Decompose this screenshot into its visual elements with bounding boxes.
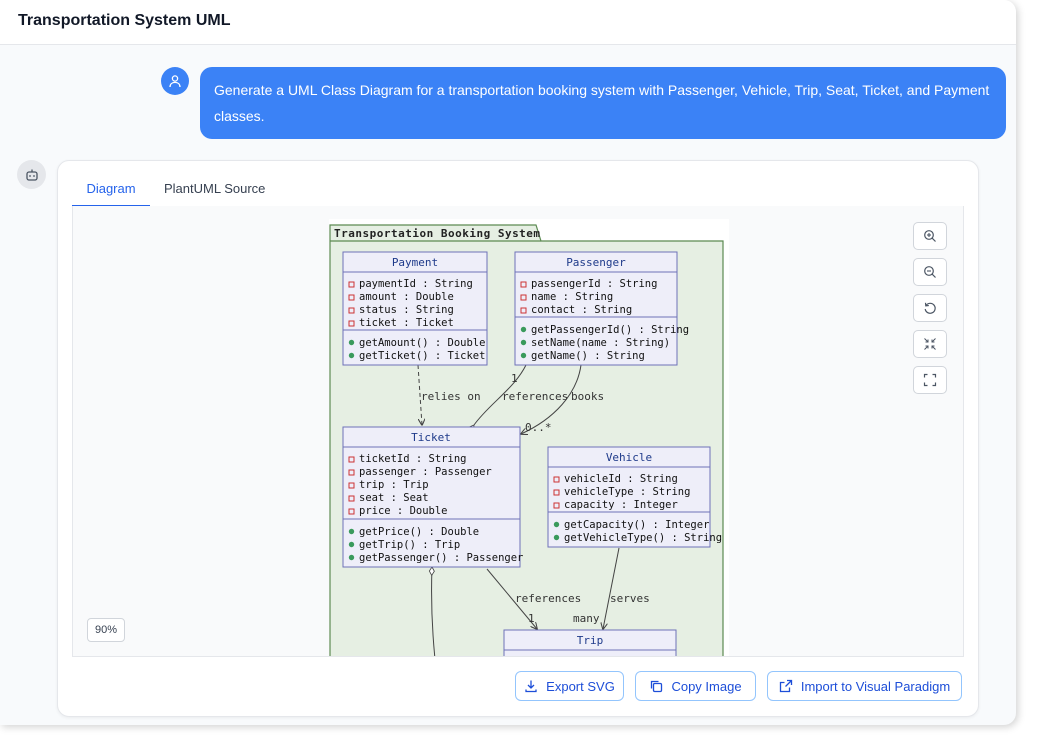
- bot-avatar: [17, 160, 46, 189]
- package-label: Transportation Booking System: [334, 227, 541, 240]
- attribute: ticket : Ticket: [359, 317, 454, 329]
- attribute: ticketId : String: [359, 453, 466, 465]
- zoom-out-icon: [924, 266, 936, 278]
- tab-plantuml-source[interactable]: PlantUML Source: [164, 181, 266, 196]
- tab-diagram[interactable]: Diagram: [72, 181, 150, 207]
- method: getPassenger() : Passenger: [359, 552, 523, 564]
- method: setName(name : String): [531, 337, 670, 349]
- import-visual-paradigm-button[interactable]: Import to Visual Paradigm: [767, 671, 962, 701]
- uml-svg: Transportation Booking System relies on …: [329, 224, 724, 656]
- attribute: seat : Seat: [359, 492, 429, 504]
- attribute: paymentId : String: [359, 278, 473, 290]
- class-trip: Trip: [503, 629, 677, 656]
- method: getTicket() : Ticket: [359, 350, 485, 362]
- class-name: Ticket: [411, 431, 451, 444]
- attribute: passenger : Passenger: [359, 466, 492, 478]
- response-card: Diagram PlantUML Source Transportation B…: [57, 160, 979, 717]
- method: getCapacity() : Integer: [564, 519, 709, 531]
- diagram-canvas[interactable]: Transportation Booking System relies on …: [72, 206, 964, 657]
- mult-1-b: 1: [528, 612, 535, 625]
- attribute: trip : Trip: [359, 479, 429, 491]
- shrink-arrows-icon: [924, 338, 936, 350]
- copy-icon: [651, 680, 663, 693]
- edge-references-1: [468, 364, 527, 433]
- external-link-icon: [779, 679, 792, 693]
- method: getName() : String: [531, 350, 645, 362]
- attribute: capacity : Integer: [564, 499, 678, 511]
- class-name: Payment: [392, 256, 438, 269]
- attribute: amount : Double: [359, 291, 454, 303]
- uml-diagram: Transportation Booking System relies on …: [329, 219, 729, 656]
- fit-to-screen-button[interactable]: [913, 330, 947, 358]
- method: getPassengerId() : String: [531, 324, 689, 336]
- robot-icon: [25, 169, 38, 181]
- edge-ticket-seat: [428, 566, 436, 656]
- label-relies-on: relies on: [421, 390, 481, 403]
- class-name: Vehicle: [606, 451, 652, 464]
- copy-image-button[interactable]: Copy Image: [635, 671, 756, 701]
- app-window: Transportation System UML Generate a UML…: [0, 0, 1016, 717]
- zoom-out-button[interactable]: [913, 258, 947, 286]
- label-books: books: [571, 390, 604, 403]
- label-references-2: references: [515, 592, 581, 605]
- rotate-ccw-icon: [924, 302, 936, 314]
- export-svg-button[interactable]: Export SVG: [515, 671, 624, 701]
- import-visual-paradigm-label: Import to Visual Paradigm: [800, 678, 951, 694]
- user-avatar: [161, 67, 189, 95]
- mult-many: many: [573, 612, 600, 625]
- reset-zoom-button[interactable]: [913, 294, 947, 322]
- method: getVehicleType() : String: [564, 532, 722, 544]
- zoom-in-icon: [924, 230, 936, 242]
- attribute: price : Double: [359, 505, 448, 517]
- download-icon: [525, 680, 537, 693]
- user-icon: [169, 75, 181, 88]
- attribute: status : String: [359, 304, 454, 316]
- method: getPrice() : Double: [359, 526, 479, 538]
- attribute: passengerId : String: [531, 278, 657, 290]
- class-name: Trip: [577, 634, 604, 647]
- attribute: contact : String: [531, 304, 632, 316]
- attribute: vehicleId : String: [564, 473, 678, 485]
- attribute: vehicleType : String: [564, 486, 690, 498]
- page-title: Transportation System UML: [18, 12, 231, 29]
- method: getAmount() : Double: [359, 337, 485, 349]
- zoom-level-badge: 90%: [87, 618, 125, 642]
- app-header: Transportation System UML: [0, 0, 1016, 45]
- tab-bar: Diagram PlantUML Source: [72, 175, 962, 208]
- class-vehicle: Vehicle vehicleId : String vehicleType :…: [547, 446, 722, 548]
- copy-image-label: Copy Image: [671, 678, 742, 694]
- edge-serves: [603, 547, 620, 629]
- mult-1-a: 1: [511, 372, 518, 385]
- class-payment: Payment paymentId : String amount : Doub…: [342, 251, 488, 366]
- label-references-1: references: [502, 390, 568, 403]
- fullscreen-button[interactable]: [913, 366, 947, 394]
- mult-0-many: 0..*: [525, 421, 552, 434]
- user-message-bubble: Generate a UML Class Diagram for a trans…: [200, 67, 1006, 139]
- zoom-in-button[interactable]: [913, 222, 947, 250]
- fullscreen-icon: [923, 373, 937, 387]
- edge-relies-on: [417, 364, 422, 425]
- attribute: name : String: [531, 291, 613, 303]
- edge-references-2: [486, 568, 537, 629]
- class-ticket: Ticket ticketId : String passenger : Pas…: [342, 426, 523, 568]
- method: getTrip() : Trip: [359, 539, 460, 551]
- label-serves: serves: [610, 592, 650, 605]
- edge-books: [521, 364, 582, 434]
- class-passenger: Passenger passengerId : String name : St…: [514, 251, 689, 366]
- class-name: Passenger: [566, 256, 626, 269]
- export-svg-label: Export SVG: [546, 678, 615, 694]
